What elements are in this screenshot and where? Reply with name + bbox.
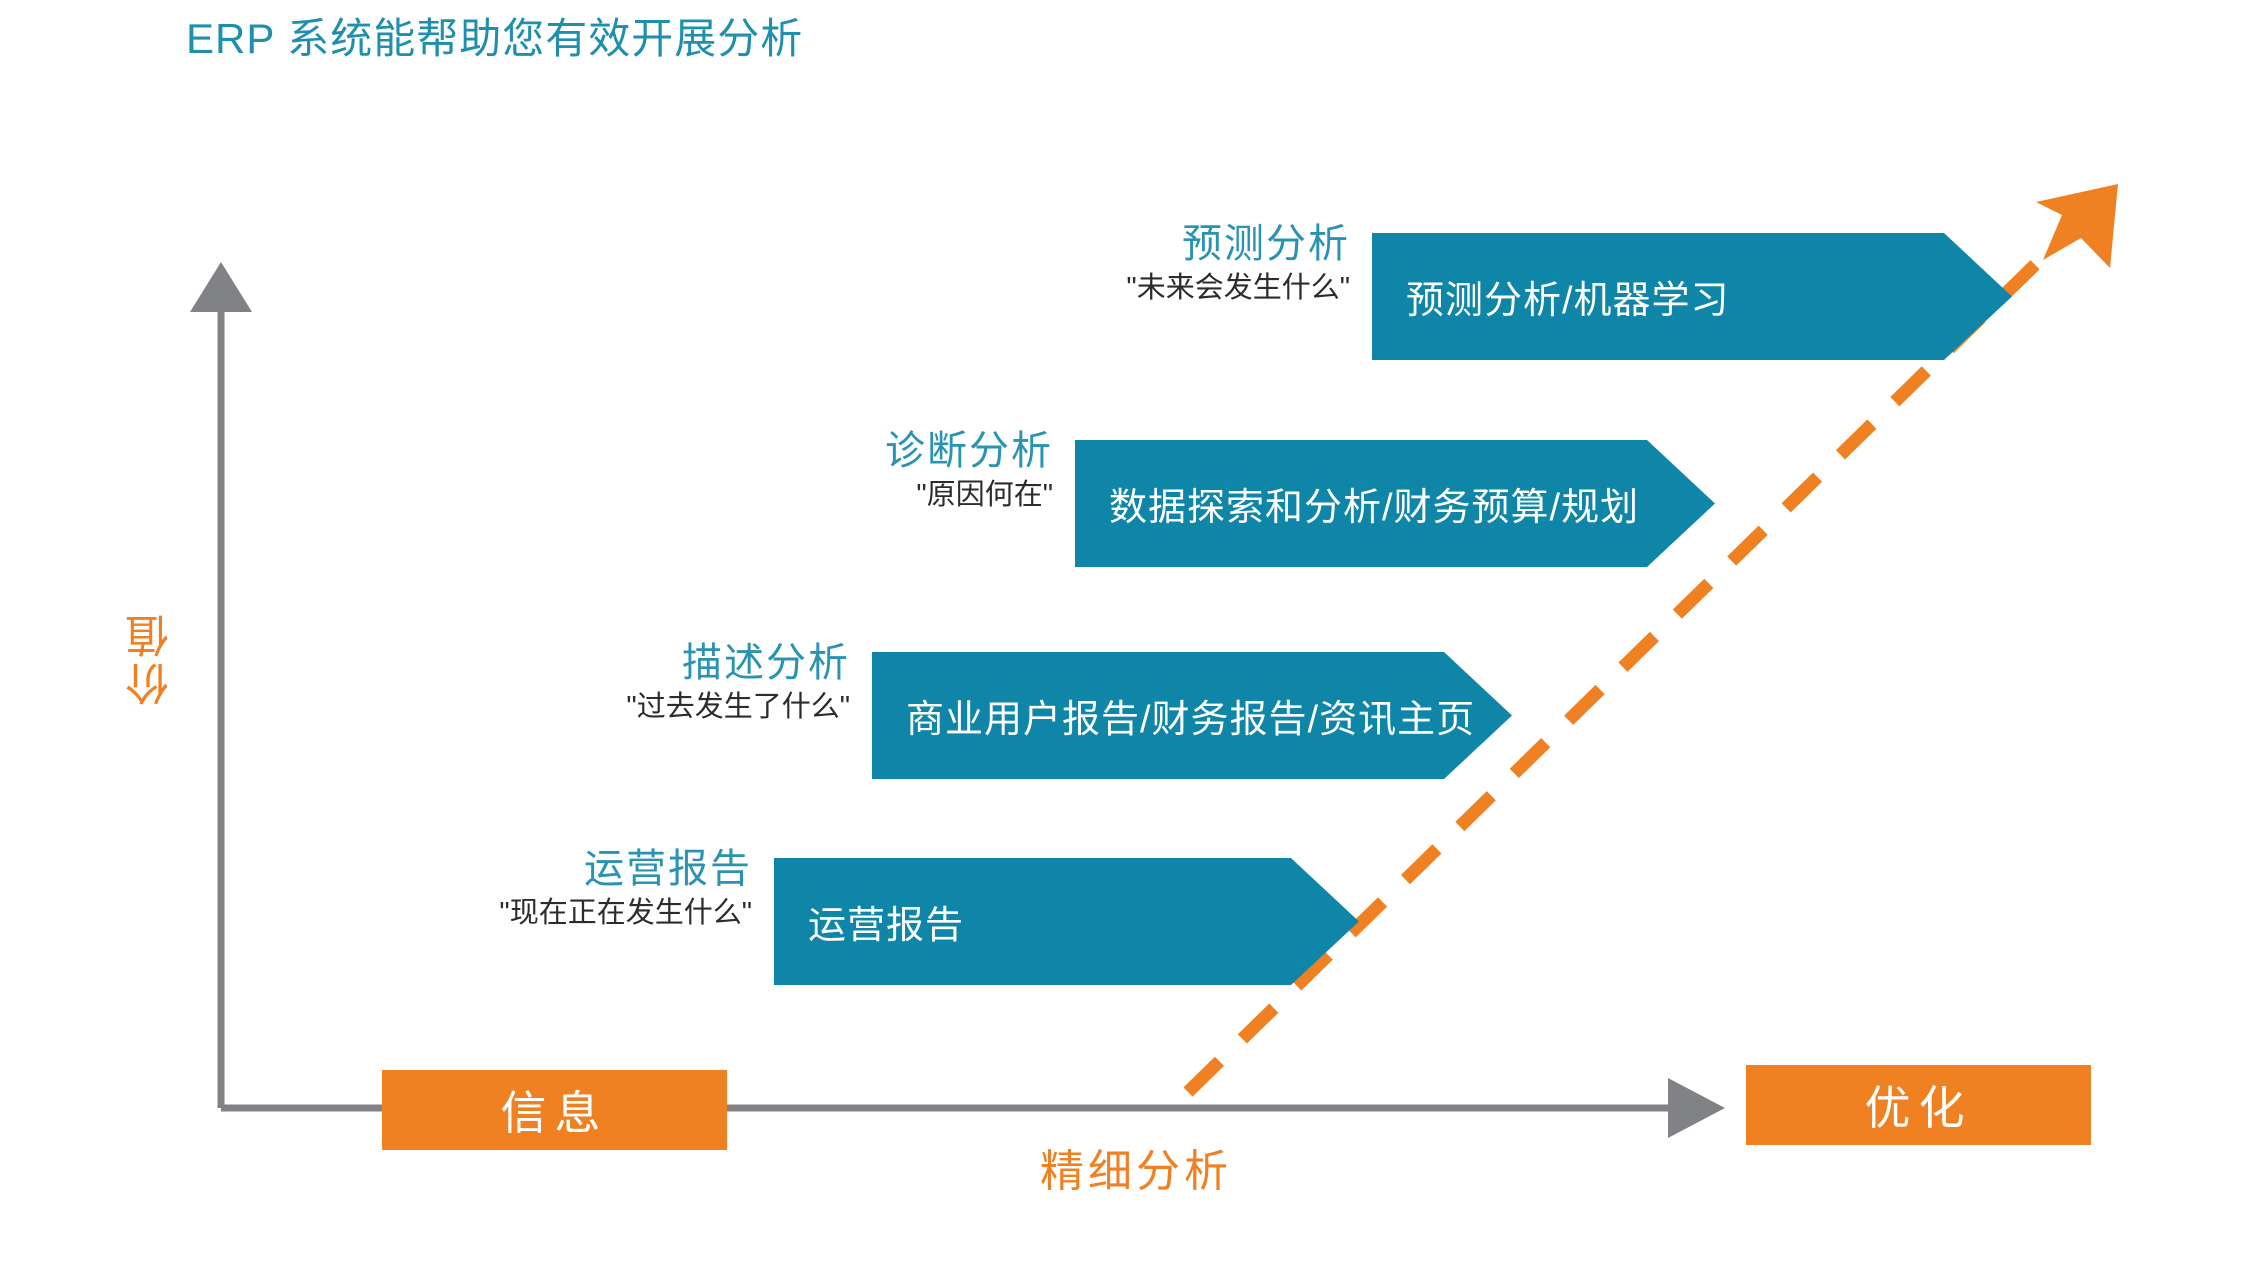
y-axis-label: 价值 xyxy=(127,610,176,706)
trend-arrow-icon xyxy=(2036,184,2118,268)
stage-arrow-diagnostic: 数据探索和分析/财务预算/规划 xyxy=(1075,440,1715,567)
stage-diagnostic: 数据探索和分析/财务预算/规划 诊断分析 "原因何在" xyxy=(885,430,1715,567)
stage-question: "过去发生了什么" xyxy=(626,691,850,723)
stage-arrow-label: 数据探索和分析/财务预算/规划 xyxy=(1109,487,1640,529)
stage-operational: 运营报告 运营报告 "现在正在发生什么" xyxy=(499,848,1359,985)
stage-title: 描述分析 xyxy=(682,641,850,685)
stage-question: "现在正在发生什么" xyxy=(499,897,752,929)
arrow-right-icon xyxy=(1668,1078,1725,1138)
stage-labels-predictive: 预测分析 "未来会发生什么" xyxy=(930,223,1350,303)
stage-question: "原因何在" xyxy=(916,479,1053,511)
stage-labels-operational: 运营报告 "现在正在发生什么" xyxy=(332,848,752,928)
stage-question: "未来会发生什么" xyxy=(1126,272,1350,304)
endpoint-box-information: 信息 xyxy=(382,1070,727,1150)
page-title: ERP 系统能帮助您有效开展分析 xyxy=(186,15,804,62)
stage-arrow-predictive: 预测分析/机器学习 xyxy=(1372,233,2012,360)
stage-title: 运营报告 xyxy=(584,847,752,891)
stage-labels-diagnostic: 诊断分析 "原因何在" xyxy=(633,430,1053,510)
stage-arrow-label: 预测分析/机器学习 xyxy=(1406,280,1730,322)
stage-arrow-label: 运营报告 xyxy=(808,905,965,947)
stage-predictive: 预测分析/机器学习 预测分析 "未来会发生什么" xyxy=(1126,223,2012,360)
stage-arrow-descriptive: 商业用户报告/财务报告/资讯主页 xyxy=(872,652,1512,779)
stage-title: 预测分析 xyxy=(1182,222,1350,266)
arrow-up-icon xyxy=(190,262,252,312)
x-axis-label: 精细分析 xyxy=(1040,1147,1232,1196)
stage-arrow-operational: 运营报告 xyxy=(774,858,1359,985)
endpoint-box-optimization: 优化 xyxy=(1746,1065,2091,1145)
stage-descriptive: 商业用户报告/财务报告/资讯主页 描述分析 "过去发生了什么" xyxy=(626,642,1512,779)
stage-arrow-label: 商业用户报告/财务报告/资讯主页 xyxy=(906,699,1476,741)
stage-title: 诊断分析 xyxy=(885,429,1053,473)
stage-labels-descriptive: 描述分析 "过去发生了什么" xyxy=(430,642,850,722)
